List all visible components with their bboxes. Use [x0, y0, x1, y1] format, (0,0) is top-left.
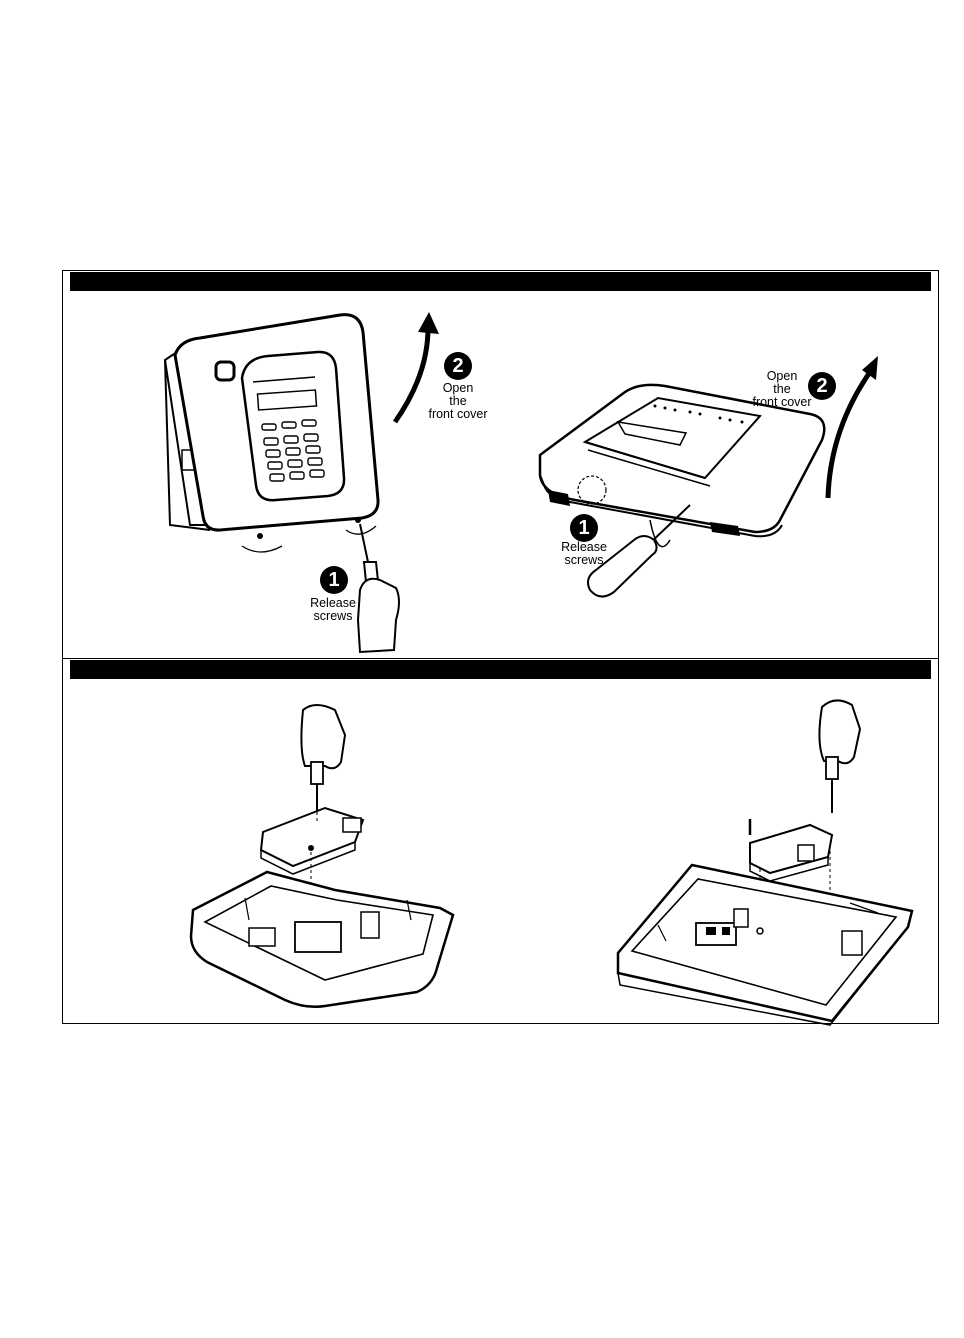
section-header-bar-bottom: [70, 660, 931, 679]
release-screws-label-left: Release screws: [298, 597, 368, 623]
step-2-badge-right: 2: [808, 372, 836, 400]
release-label-line-2: screws: [298, 610, 368, 623]
step-1-badge-right: 1: [570, 514, 598, 542]
section-header-bar-top: [70, 272, 931, 291]
upright-module-install-illustration: [185, 700, 465, 1015]
open-label-line-3-r: front cover: [745, 396, 819, 409]
step-2-badge-left: 2: [444, 352, 472, 380]
open-label-line-3: front cover: [416, 408, 500, 421]
release-screws-label-right: Release screws: [549, 541, 619, 567]
step-1-badge-left: 1: [320, 566, 348, 594]
release-label-line-2-r: screws: [549, 554, 619, 567]
desktop-panel-illustration: [530, 350, 910, 610]
desktop-module-install-illustration: [610, 695, 915, 1025]
open-cover-label-left: Open the front cover: [416, 382, 500, 421]
